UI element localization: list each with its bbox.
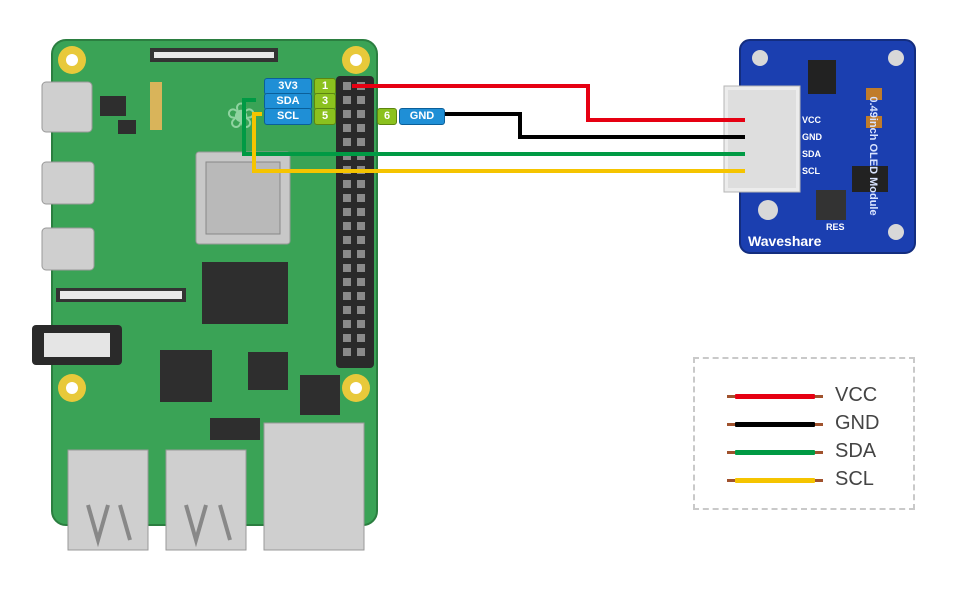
raspberry-pi-board: ❀ — [32, 39, 378, 551]
pin-label-scl: SCL — [264, 108, 312, 125]
pin-number-3: 3 — [314, 93, 336, 110]
mounting-hole — [58, 374, 86, 402]
gpio-pin — [343, 264, 351, 272]
gpio-pin — [357, 236, 365, 244]
module-brand: Waveshare — [748, 233, 822, 249]
gpio-pin — [357, 222, 365, 230]
gpio-pin — [357, 278, 365, 286]
gpio-pin — [357, 320, 365, 328]
gpio-pin — [343, 194, 351, 202]
module-pin-sda: SDA — [802, 149, 822, 159]
wire-sda — [242, 98, 745, 156]
mounting-hole — [342, 374, 370, 402]
legend-item-scl: SCL — [695, 465, 913, 493]
module-pin-scl: SCL — [802, 166, 820, 176]
gpio-pin — [357, 194, 365, 202]
mounting-hole — [342, 46, 370, 74]
ethernet-port — [263, 422, 365, 551]
gpio-header — [336, 76, 374, 368]
gpio-pin — [343, 208, 351, 216]
legend-label: SDA — [835, 440, 877, 462]
pin-label-gnd: GND — [399, 108, 445, 125]
gpio-pin — [343, 334, 351, 342]
gpio-pin — [343, 348, 351, 356]
wire-gnd — [445, 112, 745, 139]
gpio-pin — [357, 348, 365, 356]
gpio-pin — [343, 236, 351, 244]
module-pin-gnd: GND — [802, 132, 822, 142]
gpio-pin — [357, 208, 365, 216]
gpio-pin — [343, 306, 351, 314]
gpio-pin — [357, 138, 365, 146]
ram-chip — [202, 262, 288, 324]
legend-swatch — [727, 478, 823, 483]
mounting-hole — [58, 46, 86, 74]
gpio-pin — [343, 138, 351, 146]
module-res-label: RES — [826, 222, 845, 232]
pin-number-5: 5 — [314, 108, 336, 125]
pin-number-6: 6 — [377, 108, 397, 125]
gpio-pin — [357, 292, 365, 300]
gpio-pin — [343, 96, 351, 104]
gpio-pin — [357, 96, 365, 104]
gpio-pin — [357, 110, 365, 118]
gpio-pin — [357, 124, 365, 132]
usb-port — [165, 449, 247, 551]
hdmi-port — [41, 161, 95, 205]
legend-swatch — [727, 422, 823, 427]
module-title: 0.49inch OLED Module — [867, 96, 879, 216]
legend-swatch — [727, 394, 823, 399]
legend-item-vcc: VCC — [695, 381, 913, 409]
gpio-pin — [357, 306, 365, 314]
usb-c-port — [41, 81, 93, 133]
legend-label: VCC — [835, 384, 878, 406]
gpio-pin — [357, 334, 365, 342]
gpio-pin — [343, 292, 351, 300]
legend-label: GND — [835, 412, 880, 434]
gpio-pin — [343, 320, 351, 328]
oled-module — [723, 39, 916, 254]
module-pin-vcc: VCC — [802, 115, 822, 125]
gpio-pin — [343, 82, 351, 90]
gpio-pin — [343, 124, 351, 132]
gpio-pin — [343, 278, 351, 286]
gpio-pin — [357, 264, 365, 272]
gpio-pin — [343, 250, 351, 258]
gpio-pin — [357, 180, 365, 188]
legend: VCC GND SDA SCL — [693, 357, 915, 510]
wire-scl — [252, 112, 745, 173]
legend-item-gnd: GND — [695, 409, 913, 437]
gpio-pin — [343, 222, 351, 230]
legend-label: SCL — [835, 468, 874, 490]
gpio-pin — [343, 180, 351, 188]
gpio-pin — [343, 110, 351, 118]
usb-port — [67, 449, 149, 551]
legend-item-sda: SDA — [695, 437, 913, 465]
gpio-pin — [357, 250, 365, 258]
wire-vcc — [352, 84, 745, 122]
hdmi-port — [41, 227, 95, 271]
legend-swatch — [727, 450, 823, 455]
